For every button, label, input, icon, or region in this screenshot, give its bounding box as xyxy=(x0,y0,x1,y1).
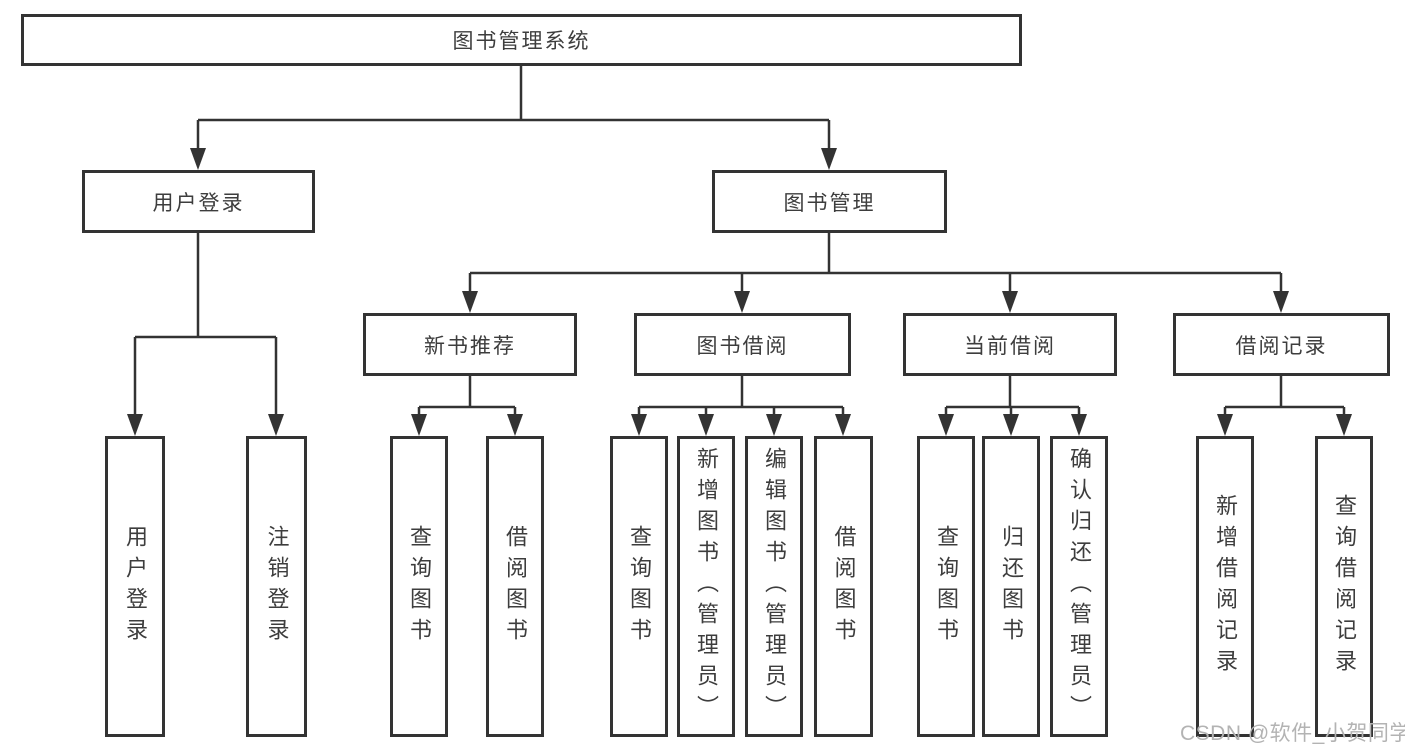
leaf-add-borrow-record: 新增借阅记录 xyxy=(1196,436,1254,737)
node-current-borrowing: 当前借阅 xyxy=(903,313,1117,376)
leaf-return-books: 归还图书 xyxy=(982,436,1040,737)
node-new-book-recommend: 新书推荐 xyxy=(363,313,577,376)
connector-new-books-to-leaves xyxy=(411,376,523,436)
leaf-query-borrow-record: 查询借阅记录 xyxy=(1315,436,1373,737)
leaf-borrow-books-1: 借阅图书 xyxy=(486,436,544,737)
node-book-management: 图书管理 xyxy=(712,170,947,233)
connector-book-borrow-to-leaves xyxy=(631,376,851,436)
leaf-user-login: 用户登录 xyxy=(105,436,165,737)
leaf-add-books-admin: 新增图书（管理员） xyxy=(677,436,735,737)
leaf-borrow-books-2: 借阅图书 xyxy=(814,436,873,737)
connector-user-login-to-leaves xyxy=(127,232,284,436)
connector-root-to-level2 xyxy=(190,66,837,170)
leaf-logout: 注销登录 xyxy=(246,436,307,737)
node-borrowing-records: 借阅记录 xyxy=(1173,313,1390,376)
connector-current-borrow-to-leaves xyxy=(938,376,1087,436)
leaf-query-books-1: 查询图书 xyxy=(390,436,448,737)
leaf-confirm-return-admin: 确认归还（管理员） xyxy=(1050,436,1108,737)
node-book-borrowing: 图书借阅 xyxy=(634,313,851,376)
leaf-edit-books-admin: 编辑图书（管理员） xyxy=(745,436,803,737)
csdn-watermark: CSDN @软件_小贺同学 xyxy=(1180,722,1405,745)
connector-book-mgmt-to-level3 xyxy=(462,232,1289,313)
leaf-query-books-2: 查询图书 xyxy=(610,436,668,737)
node-user-login: 用户登录 xyxy=(82,170,315,233)
leaf-query-books-3: 查询图书 xyxy=(917,436,975,737)
node-root-system: 图书管理系统 xyxy=(21,14,1022,66)
connector-borrow-records-to-leaves xyxy=(1217,376,1352,436)
